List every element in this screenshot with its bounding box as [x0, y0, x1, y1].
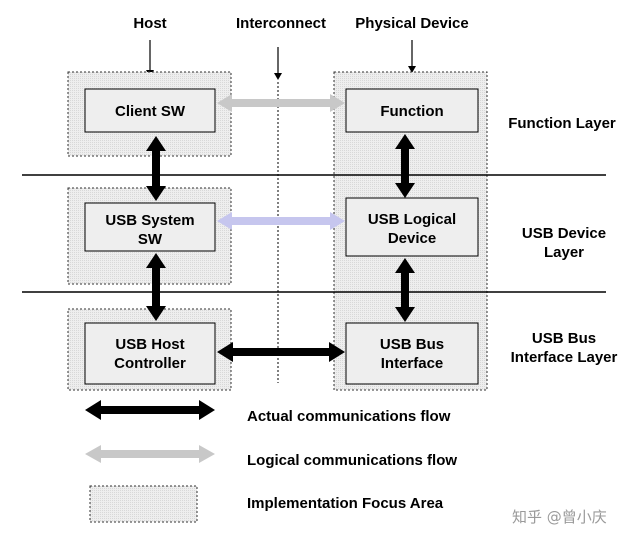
usb-logical-device-box: USB Logical Device	[345, 197, 479, 257]
layer-label-usb-device-line2: Layer	[544, 244, 584, 261]
client-sw-label: Client SW	[115, 103, 186, 120]
layer-label-usb-device-line1: USB Device	[522, 225, 606, 242]
usb-system-sw-box: USB System SW	[84, 202, 216, 252]
layer-label-usb-bus-line1: USB Bus	[532, 330, 596, 347]
usb-host-controller-label-line1: USB Host	[115, 336, 184, 353]
watermark: 知乎 @曾小庆	[512, 508, 607, 526]
legend-focus-swatch	[89, 485, 198, 523]
client-sw-box: Client SW	[84, 88, 216, 133]
usb-bus-interface-box: USB Bus Interface	[345, 322, 479, 385]
legend-actual-label: Actual communications flow	[247, 408, 451, 425]
column-header-interconnect: Interconnect	[236, 15, 326, 32]
legend-actual-arrow	[85, 400, 215, 420]
actual-arrow-system-host-controller	[146, 253, 166, 321]
legend-logical-arrow	[85, 445, 215, 463]
usb-bus-interface-label-line1: USB Bus	[380, 336, 444, 353]
usb-system-sw-label-line1: USB System	[105, 212, 194, 229]
actual-arrow-client-system	[146, 136, 166, 201]
function-box: Function	[345, 88, 479, 133]
actual-arrow-host-controller-bus-interface	[217, 342, 345, 362]
actual-arrow-logical-device-bus-interface	[395, 258, 415, 322]
usb-bus-interface-label-line2: Interface	[381, 355, 444, 372]
column-header-host: Host	[133, 15, 166, 32]
usb-system-sw-label-line2: SW	[138, 231, 163, 248]
usb-host-controller-label-line2: Controller	[114, 355, 186, 372]
layer-label-function: Function Layer	[508, 115, 616, 132]
usb-host-controller-box: USB Host Controller	[84, 322, 216, 385]
usb-logical-device-label-line2: Device	[388, 230, 436, 247]
logical-arrow-client-function	[217, 94, 345, 112]
layer-label-usb-bus-line2: Interface Layer	[511, 349, 618, 366]
column-header-physical-device: Physical Device	[355, 15, 468, 32]
logical-arrow-system-logical-device	[217, 212, 345, 230]
usb-logical-device-label-line1: USB Logical	[368, 211, 456, 228]
actual-arrow-function-logical-device	[395, 134, 415, 198]
legend-logical-label: Logical communications flow	[247, 452, 457, 469]
legend-focus-label: Implementation Focus Area	[247, 495, 444, 512]
function-label: Function	[380, 103, 443, 120]
